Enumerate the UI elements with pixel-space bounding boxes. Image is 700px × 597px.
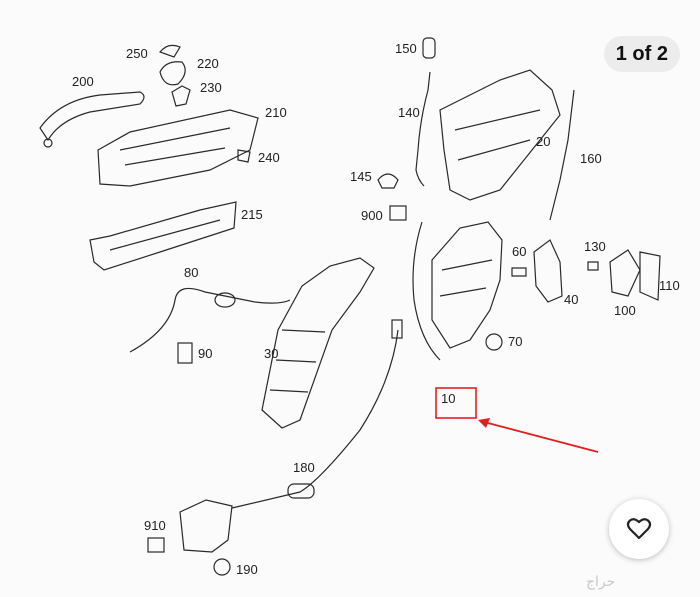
part-connector-900 bbox=[389, 205, 407, 221]
part-plate bbox=[639, 251, 661, 301]
part-cap-70 bbox=[485, 333, 503, 351]
callout-100: 100 bbox=[614, 303, 636, 318]
part-bowden-cable bbox=[129, 287, 291, 353]
callout-90: 90 bbox=[198, 346, 212, 361]
callout-900: 900 bbox=[361, 208, 383, 223]
part-grommet-190 bbox=[213, 558, 231, 576]
callout-145: 145 bbox=[350, 169, 372, 184]
part-connector-910 bbox=[147, 537, 165, 553]
part-cap bbox=[159, 44, 181, 58]
highlight-arrow bbox=[483, 421, 599, 453]
callout-130: 130 bbox=[584, 239, 606, 254]
callout-250: 250 bbox=[126, 46, 148, 61]
callout-110: 110 bbox=[659, 278, 680, 293]
part-connector bbox=[177, 342, 193, 364]
part-clip bbox=[171, 85, 191, 107]
callout-20: 20 bbox=[536, 134, 550, 149]
heart-outline-icon bbox=[626, 518, 652, 540]
callout-70: 70 bbox=[508, 334, 522, 349]
callout-215: 215 bbox=[241, 207, 263, 222]
callout-910: 910 bbox=[144, 518, 166, 533]
part-inner-unit bbox=[261, 257, 375, 429]
callout-80: 80 bbox=[184, 265, 198, 280]
callout-200: 200 bbox=[72, 74, 94, 89]
part-lock-frame bbox=[439, 69, 561, 201]
part-locking-rod bbox=[415, 71, 431, 187]
part-cover bbox=[159, 61, 186, 86]
callout-10: 10 bbox=[441, 391, 455, 406]
highlight-box bbox=[435, 387, 477, 419]
part-outer-handle bbox=[39, 91, 145, 142]
part-handle-carrier bbox=[97, 109, 259, 187]
callout-40: 40 bbox=[564, 292, 578, 307]
part-seal-carrier bbox=[89, 201, 237, 271]
part-door-lock bbox=[431, 221, 503, 349]
callout-240: 240 bbox=[258, 150, 280, 165]
favorite-button[interactable] bbox=[609, 499, 669, 559]
part-grommet bbox=[377, 173, 399, 189]
part-actuator bbox=[179, 499, 233, 553]
part-release-cable bbox=[231, 329, 399, 509]
part-bolt bbox=[511, 267, 527, 277]
part-striker-housing bbox=[533, 239, 563, 303]
part-knob bbox=[422, 37, 436, 59]
part-screw bbox=[237, 149, 251, 163]
part-striker bbox=[609, 249, 641, 297]
callout-190: 190 bbox=[236, 562, 258, 577]
callout-30: 30 bbox=[264, 346, 278, 361]
part-rod bbox=[549, 89, 575, 221]
part-screw-130 bbox=[587, 261, 599, 271]
callout-160: 160 bbox=[580, 151, 602, 166]
callout-60: 60 bbox=[512, 244, 526, 259]
callout-150: 150 bbox=[395, 41, 417, 56]
callout-210: 210 bbox=[265, 105, 287, 120]
image-counter: 1 of 2 bbox=[603, 36, 680, 72]
callout-140: 140 bbox=[398, 105, 420, 120]
callout-180: 180 bbox=[293, 460, 315, 475]
callout-220: 220 bbox=[197, 56, 219, 71]
site-watermark: حراج bbox=[586, 574, 616, 590]
callout-230: 230 bbox=[200, 80, 222, 95]
